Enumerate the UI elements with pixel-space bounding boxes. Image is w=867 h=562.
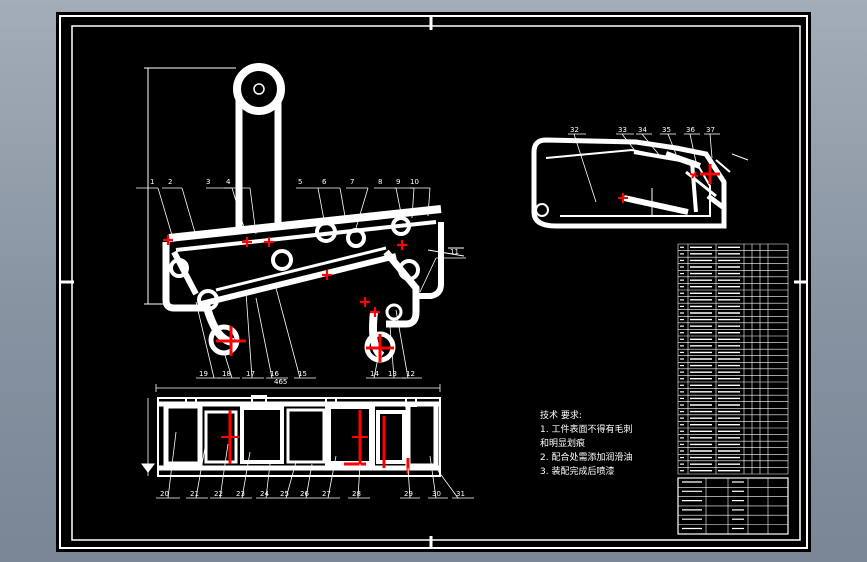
technical-requirements: 技术 要求: 1. 工件表面不得有毛刺 和明显划痕 2. 配合处需添加润滑油 3… bbox=[540, 409, 632, 477]
balloon-5: 5 bbox=[298, 178, 302, 186]
balloon-24: 24 bbox=[260, 490, 269, 498]
balloon-23: 23 bbox=[236, 490, 245, 498]
side-view-leaders bbox=[568, 133, 720, 203]
balloon-20: 20 bbox=[160, 490, 169, 498]
balloon-16: 16 bbox=[270, 370, 279, 378]
balloon-33: 33 bbox=[618, 126, 627, 134]
balloon-30: 30 bbox=[432, 490, 441, 498]
balloon-21: 21 bbox=[190, 490, 199, 498]
balloon-37: 37 bbox=[706, 126, 715, 134]
balloon-7: 7 bbox=[350, 178, 354, 186]
balloon-11: 11 bbox=[450, 248, 459, 256]
balloon-25: 25 bbox=[280, 490, 289, 498]
drawing-frame bbox=[59, 15, 808, 549]
balloon-19: 19 bbox=[199, 370, 208, 378]
balloon-14: 14 bbox=[370, 370, 379, 378]
front-leaders bbox=[136, 187, 466, 379]
balloon-9: 9 bbox=[396, 178, 400, 186]
balloon-3: 3 bbox=[206, 178, 210, 186]
balloon-31: 31 bbox=[456, 490, 465, 498]
balloon-2: 2 bbox=[168, 178, 172, 186]
parts-list-table bbox=[677, 243, 789, 535]
dimension-top-width: 465 bbox=[274, 378, 287, 386]
balloon-1: 1 bbox=[150, 178, 154, 186]
engineering-drawing: 1 2 3 4 5 6 7 8 9 10 11 19 18 17 16 15 1… bbox=[59, 15, 808, 549]
balloon-10: 10 bbox=[410, 178, 419, 186]
balloon-22: 22 bbox=[214, 490, 223, 498]
tech-heading: 技术 要求: bbox=[540, 409, 582, 421]
balloon-12: 12 bbox=[406, 370, 415, 378]
tech-line-1: 1. 工件表面不得有毛刺 bbox=[540, 423, 632, 435]
balloon-8: 8 bbox=[378, 178, 382, 186]
balloon-32: 32 bbox=[570, 126, 579, 134]
top-view-balloons: 20 21 22 23 24 25 26 27 28 29 30 31 bbox=[160, 490, 465, 498]
balloon-17: 17 bbox=[246, 370, 255, 378]
side-view-balloons: 32 33 34 35 36 37 bbox=[570, 126, 715, 134]
balloon-15: 15 bbox=[298, 370, 307, 378]
balloon-26: 26 bbox=[300, 490, 309, 498]
balloon-28: 28 bbox=[352, 490, 361, 498]
front-view bbox=[144, 63, 465, 363]
balloon-27: 27 bbox=[322, 490, 331, 498]
side-view bbox=[531, 137, 749, 229]
top-view bbox=[141, 384, 441, 477]
balloon-13: 13 bbox=[388, 370, 397, 378]
front-balloons: 1 2 3 4 5 6 7 8 9 10 11 19 18 17 16 15 1… bbox=[150, 178, 459, 378]
tech-line-2: 和明显划痕 bbox=[540, 437, 585, 449]
tech-line-3: 2. 配合处需添加润滑油 bbox=[540, 451, 632, 463]
tech-line-4: 3. 装配完成后喷漆 bbox=[540, 465, 614, 477]
top-view-leaders bbox=[156, 431, 474, 499]
cad-viewport[interactable]: 1 2 3 4 5 6 7 8 9 10 11 19 18 17 16 15 1… bbox=[56, 12, 811, 552]
balloon-34: 34 bbox=[638, 126, 647, 134]
balloon-36: 36 bbox=[686, 126, 695, 134]
side-view-red-marks bbox=[618, 164, 720, 203]
balloon-6: 6 bbox=[322, 178, 327, 186]
top-view-red-marks bbox=[221, 410, 410, 474]
balloon-35: 35 bbox=[662, 126, 671, 134]
front-center-marks bbox=[163, 235, 407, 362]
balloon-18: 18 bbox=[222, 370, 231, 378]
balloon-29: 29 bbox=[404, 490, 413, 498]
balloon-4: 4 bbox=[226, 178, 231, 186]
